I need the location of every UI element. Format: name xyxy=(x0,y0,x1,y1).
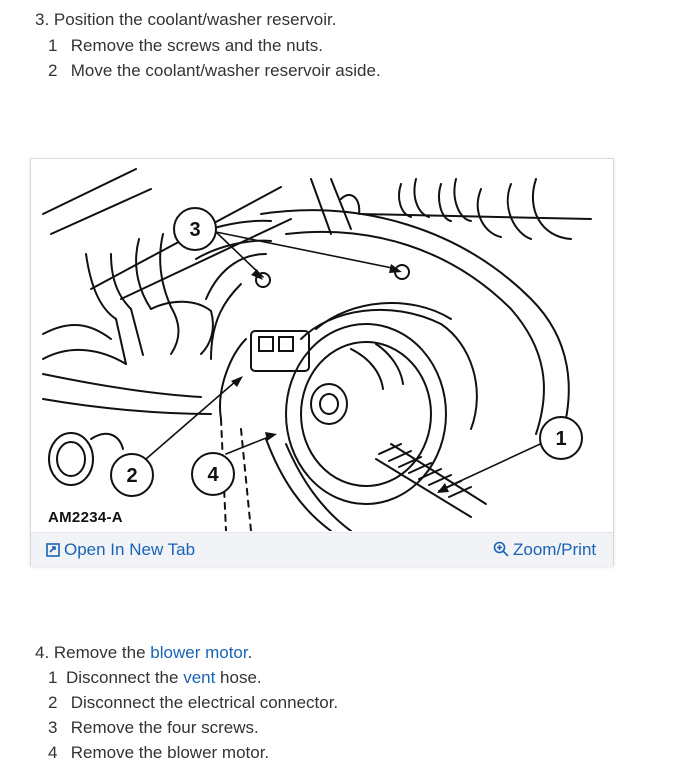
step-4-item-1-number: 1 xyxy=(48,668,58,687)
step-3-item-2-number: 2 xyxy=(48,61,58,80)
open-in-new-tab-link[interactable]: Open In New Tab xyxy=(46,541,195,559)
step-4-item-1-suffix: hose. xyxy=(215,668,262,687)
zoom-print-link[interactable]: Zoom/Print xyxy=(493,541,596,559)
callout-2: 2 xyxy=(126,465,137,487)
open-in-new-tab-label: Open In New Tab xyxy=(64,540,196,559)
step-4-title-suffix: . xyxy=(247,643,253,662)
figure-panel: 3 2 4 1 AM2234-A Open In New Tab Zoom/Pr… xyxy=(30,158,614,566)
step-4-item-2: 2 Disconnect the electrical connector. xyxy=(48,693,338,713)
callout-3: 3 xyxy=(189,219,200,241)
step-3-title: 3. Position the coolant/washer reservoir… xyxy=(35,10,337,29)
external-link-icon xyxy=(46,543,60,557)
step-3-item-2-text: Move the coolant/washer reservoir aside. xyxy=(70,61,381,80)
zoom-print-label: Zoom/Print xyxy=(513,540,597,559)
step-4-item-1: 1 Disconnect the vent hose. xyxy=(48,668,262,688)
step-4-item-4: 4 Remove the blower motor. xyxy=(48,743,269,763)
step-4-item-4-text: Remove the blower motor. xyxy=(70,743,270,762)
step-4-item-2-text: Disconnect the electrical connector. xyxy=(70,693,339,712)
callout-1: 1 xyxy=(555,428,566,450)
callout-4: 4 xyxy=(207,464,219,486)
step-4-item-3-number: 3 xyxy=(48,718,58,737)
step-3-item-2: 2 Move the coolant/washer reservoir asid… xyxy=(48,61,381,81)
step-4-title-prefix: 4. Remove the xyxy=(35,643,151,662)
vent-link[interactable]: vent xyxy=(183,668,216,687)
zoom-in-icon xyxy=(493,541,509,557)
step-4-item-3: 3 Remove the four screws. xyxy=(48,718,259,738)
blower-motor-link[interactable]: blower motor xyxy=(150,643,248,662)
step-4-title: 4. Remove the blower motor. xyxy=(35,643,252,663)
step-4-item-3-text: Remove the four screws. xyxy=(70,718,259,737)
step-3-item-1: 1 Remove the screws and the nuts. xyxy=(48,36,323,56)
blower-motor-diagram: 3 2 4 1 xyxy=(42,168,592,531)
step-4-item-2-number: 2 xyxy=(48,693,58,712)
step-3-item-1-number: 1 xyxy=(48,36,58,55)
figure-caption: AM2234-A xyxy=(48,509,123,526)
step-4-item-1-prefix: Disconnect the xyxy=(66,668,184,687)
step-3-item-1-text: Remove the screws and the nuts. xyxy=(70,36,324,55)
step-4-item-4-number: 4 xyxy=(48,743,58,762)
figure-toolbar: Open In New Tab Zoom/Print xyxy=(31,532,613,566)
